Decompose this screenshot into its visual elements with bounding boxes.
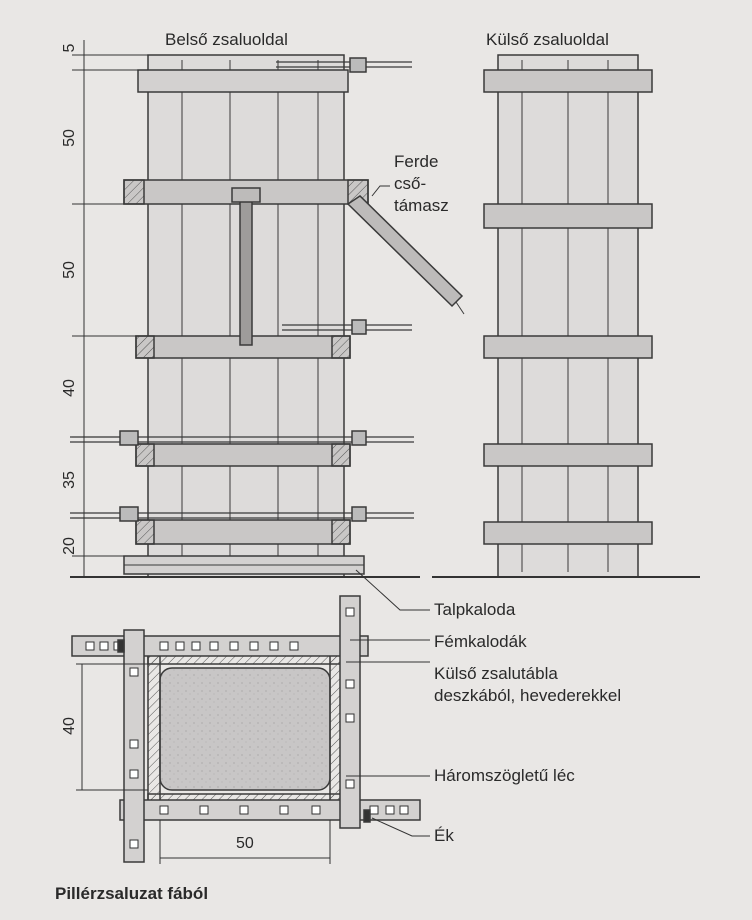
plan-dim-40: 40	[61, 717, 78, 735]
brace-label-2: cső-	[394, 174, 427, 193]
inner-clamp-4	[135, 519, 351, 545]
vertical-tube	[239, 199, 253, 346]
wedge-mark	[117, 639, 125, 653]
brace-label-1: Ferde	[394, 152, 439, 171]
formwork-label-1: Külső zsalutábla	[434, 664, 558, 683]
dim-40: 40	[61, 379, 78, 397]
inner-side-title: Belső zsaluoldal	[165, 30, 288, 49]
plan-dimension-lines	[76, 663, 331, 864]
inner-clamp-3	[135, 443, 351, 467]
dim-35: 35	[61, 471, 78, 489]
dim-20: 20	[61, 537, 78, 555]
plan-view	[71, 595, 421, 863]
dim-50-mid: 50	[61, 261, 78, 279]
base-clamp-label: Talpkaloda	[434, 600, 516, 619]
metal-clamps-label: Fémkalodák	[434, 632, 527, 651]
plan-dim-50: 50	[236, 835, 254, 852]
wedge-label: Ék	[434, 826, 454, 845]
brace-label-3: támasz	[394, 196, 449, 215]
inner-side-elevation	[70, 54, 465, 578]
concrete-core	[159, 667, 331, 791]
plan-metal-clamp-right	[339, 595, 361, 829]
plan-metal-clamp-top	[71, 635, 369, 657]
inclined-brace	[346, 195, 464, 308]
elevation-dimension-line	[72, 40, 148, 577]
dim-50-top: 50	[61, 129, 78, 147]
triangular-strip-label: Háromszögletű léc	[434, 766, 575, 785]
dim-5: 5	[61, 43, 78, 53]
outer-side-title: Külső zsaluoldal	[486, 30, 609, 49]
inner-top-plank	[137, 69, 349, 93]
formwork-label-2: deszkából, hevederekkel	[434, 686, 622, 705]
outer-side-elevation	[483, 54, 653, 578]
leader-lines	[346, 185, 430, 837]
figure-caption: Pillérzsaluzat fából	[55, 884, 209, 903]
